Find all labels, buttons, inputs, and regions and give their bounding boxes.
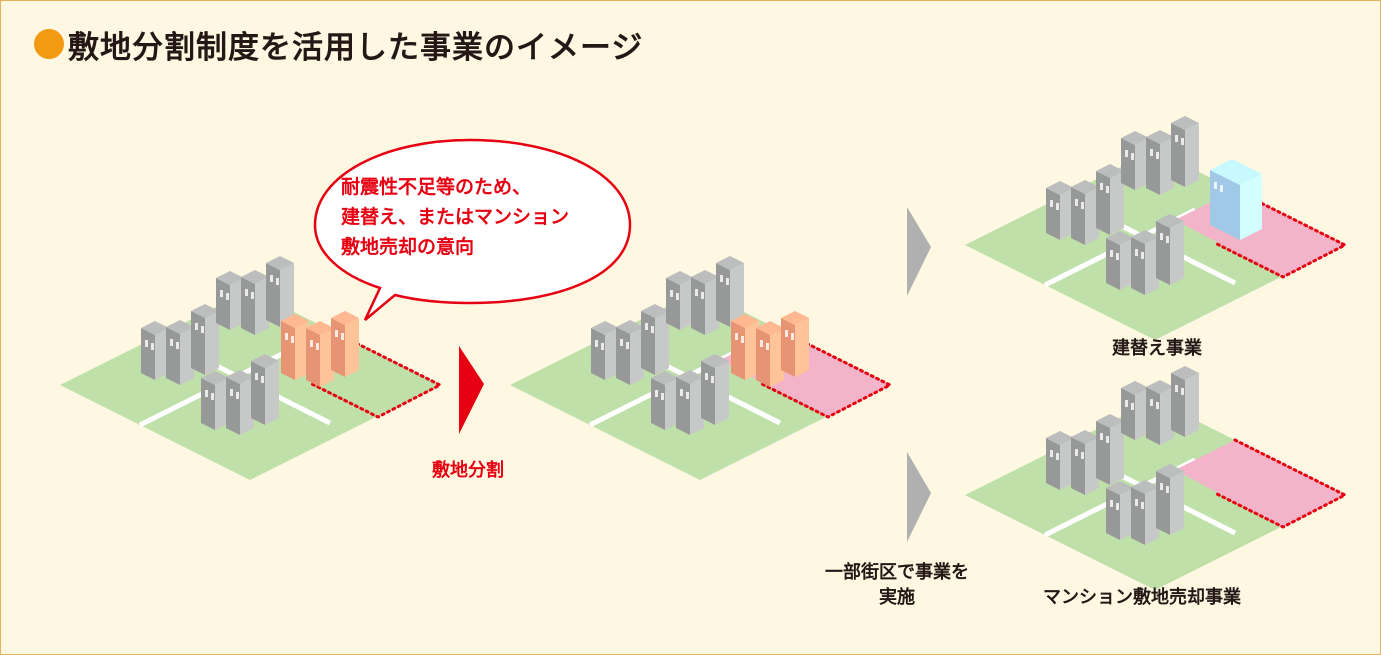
- gray-building: [1121, 381, 1149, 440]
- speech-bubble: [313, 138, 632, 321]
- site-boundary: [308, 328, 444, 419]
- gray-building: [1096, 164, 1124, 235]
- gray-building: [1156, 214, 1184, 285]
- gray-building: [1131, 480, 1159, 545]
- gray-building: [676, 370, 704, 435]
- old-building: [331, 311, 359, 377]
- title-bullet-icon: [34, 29, 64, 59]
- old-building: [756, 321, 784, 387]
- cluster-sale: [965, 366, 1349, 590]
- sale-label: マンション敷地売却事業: [1043, 587, 1241, 608]
- gray-building: [166, 320, 194, 385]
- gray-building: [1171, 366, 1199, 437]
- gray-building: [141, 321, 169, 380]
- new-building: [1210, 159, 1262, 240]
- site-boundary: [1213, 188, 1349, 279]
- page-title: 敷地分割制度を活用した事業のイメージ: [68, 29, 644, 66]
- gray-building: [241, 270, 269, 335]
- bubble-line-1: 耐震性不足等のため、: [341, 176, 532, 198]
- cluster-divided: [510, 256, 894, 480]
- bubble-line-2: 建替え、またはマンション: [341, 206, 570, 228]
- gray-building: [716, 256, 744, 327]
- gray-building: [201, 371, 229, 430]
- gray-building: [1146, 380, 1174, 445]
- old-building: [281, 314, 309, 380]
- gray-building: [616, 320, 644, 385]
- gray-building: [251, 354, 279, 425]
- old-building: [781, 311, 809, 377]
- old-building: [731, 314, 759, 380]
- gray-building: [226, 370, 254, 435]
- partial-label: 一部街区で事業を 実施: [825, 560, 969, 610]
- gray-building: [1071, 430, 1099, 495]
- gray-building: [1106, 231, 1134, 290]
- gray-building: [1046, 431, 1074, 490]
- partial-label-line-1: 一部街区で事業を: [825, 562, 969, 583]
- cluster-rebuild: [965, 116, 1349, 340]
- gray-building: [1046, 181, 1074, 240]
- gray-building: [1071, 180, 1099, 245]
- gray-building: [701, 354, 729, 425]
- sale-arrow-icon: [907, 452, 931, 542]
- title-row: 敷地分割制度を活用した事業のイメージ: [34, 22, 643, 66]
- rebuild-arrow-icon: [907, 207, 931, 296]
- split-label: 敷地分割: [432, 460, 504, 481]
- bubble-line-3: 敷地売却の意向: [341, 236, 475, 258]
- gray-building: [651, 371, 679, 430]
- gray-building: [1156, 464, 1184, 535]
- gray-building: [191, 304, 219, 375]
- gray-building: [641, 304, 669, 375]
- speech-bubble-text: 耐震性不足等のため、 建替え、またはマンション 敷地売却の意向: [341, 172, 569, 262]
- partial-label-line-2: 実施: [879, 587, 915, 608]
- gray-building: [266, 256, 294, 327]
- site-boundary: [1213, 438, 1349, 529]
- gray-building: [1131, 230, 1159, 295]
- gray-building: [591, 321, 619, 380]
- gray-building: [666, 271, 694, 330]
- rebuild-label: 建替え事業: [1112, 338, 1202, 359]
- gray-building: [1121, 131, 1149, 190]
- gray-building: [216, 271, 244, 330]
- gray-building: [1106, 481, 1134, 540]
- gray-building: [1096, 414, 1124, 485]
- old-building: [306, 321, 334, 387]
- divided-site: [1175, 440, 1345, 527]
- split-arrow-icon: [459, 346, 484, 434]
- cluster-before: [60, 256, 444, 480]
- gray-building: [1171, 116, 1199, 187]
- gray-building: [691, 270, 719, 335]
- site-boundary: [758, 328, 894, 419]
- gray-building: [1146, 130, 1174, 195]
